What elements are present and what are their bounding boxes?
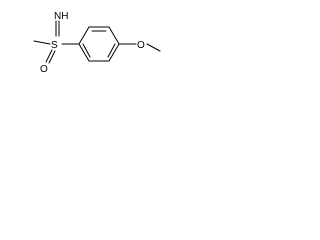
sulfur-oxygen-double-bond-b bbox=[48, 50, 56, 64]
structure-canvas: NH S O O bbox=[0, 0, 183, 85]
ether-oxygen-label: O bbox=[137, 40, 145, 51]
benzene-ring bbox=[78, 26, 120, 62]
methyl-sulfur-bond bbox=[33, 40, 51, 45]
imine-nh-label: NH bbox=[54, 11, 68, 22]
ring-inner-double-bond-right bbox=[107, 43, 116, 58]
sulfur-oxygen-double-bond-a bbox=[45, 49, 53, 63]
ring-inner-double-bond-left bbox=[82, 43, 91, 58]
sulfonyl-oxygen-label: O bbox=[40, 64, 48, 75]
oxygen-methyl-bond bbox=[146, 43, 161, 52]
chemical-structure-diagram: NH S O O bbox=[33, 11, 161, 75]
sulfur-label: S bbox=[51, 40, 58, 51]
